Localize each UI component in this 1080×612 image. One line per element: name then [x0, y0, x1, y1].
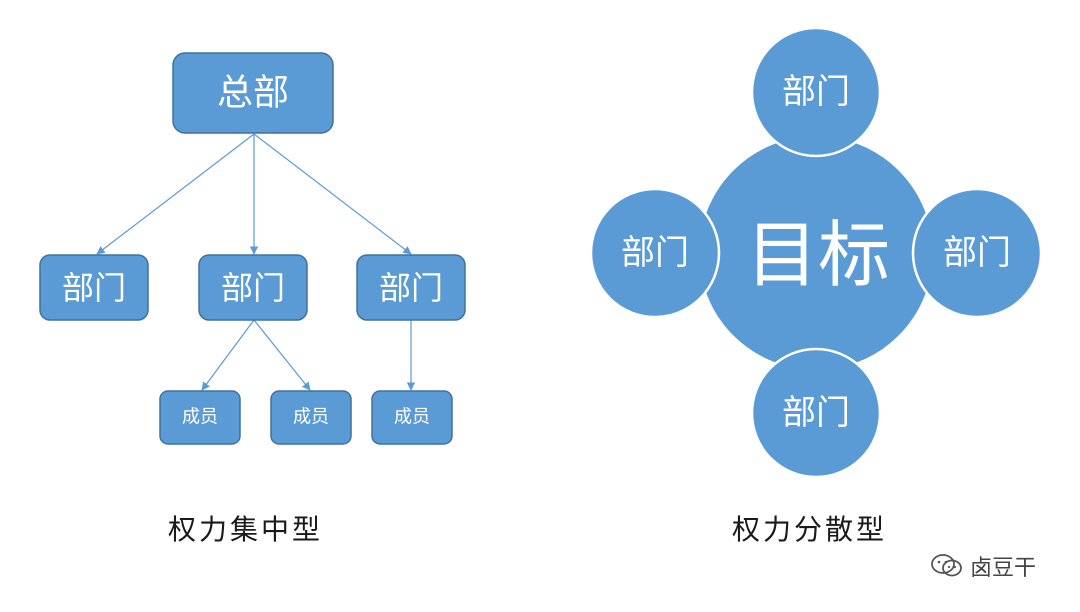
department-circle-bottom-label: 部门: [782, 393, 850, 433]
member-node-1: 成员: [159, 390, 241, 445]
edge-root-dept-3: [253, 133, 412, 255]
watermark-text: 卤豆干: [970, 556, 1037, 581]
member-node-3: 成员: [371, 390, 453, 445]
center-goal-circle: 目标: [696, 133, 936, 373]
root-node: 总部: [172, 52, 334, 134]
department-node-1-label: 部门: [62, 269, 126, 307]
department-node-3: 部门: [356, 254, 466, 321]
decentralized-caption: 权力分散型: [732, 513, 888, 546]
member-node-2-label: 成员: [293, 407, 329, 428]
department-circle-right: 部门: [911, 187, 1043, 319]
centralized-diagram: 总部 部门 部门 部门 成员 成员 成员: [39, 52, 466, 445]
member-node-3-label: 成员: [394, 407, 430, 428]
root-node-label: 总部: [217, 73, 289, 114]
center-goal-label: 目标: [746, 213, 890, 297]
department-node-3-label: 部门: [379, 269, 443, 307]
department-circle-right-label: 部门: [943, 233, 1011, 273]
watermark: 卤豆干: [930, 550, 1036, 582]
edge-dept2-member-2: [253, 319, 311, 391]
edge-dept2-member-1: [201, 319, 255, 391]
department-circle-left: 部门: [589, 187, 721, 319]
member-node-1-label: 成员: [182, 407, 218, 428]
edge-root-dept-1: [96, 133, 255, 255]
centralized-caption: 权力集中型: [168, 513, 324, 546]
department-circle-left-label: 部门: [621, 233, 689, 273]
member-node-2: 成员: [270, 390, 352, 445]
department-circle-bottom: 部门: [750, 347, 882, 479]
department-node-1: 部门: [39, 254, 149, 321]
decentralized-diagram: 目标 部门 部门 部门 部门: [589, 26, 1043, 479]
department-circle-top: 部门: [750, 26, 882, 158]
department-circle-top-label: 部门: [782, 72, 850, 112]
department-node-2-label: 部门: [221, 269, 285, 307]
department-node-2: 部门: [198, 254, 308, 321]
wechat-icon: [930, 553, 964, 579]
